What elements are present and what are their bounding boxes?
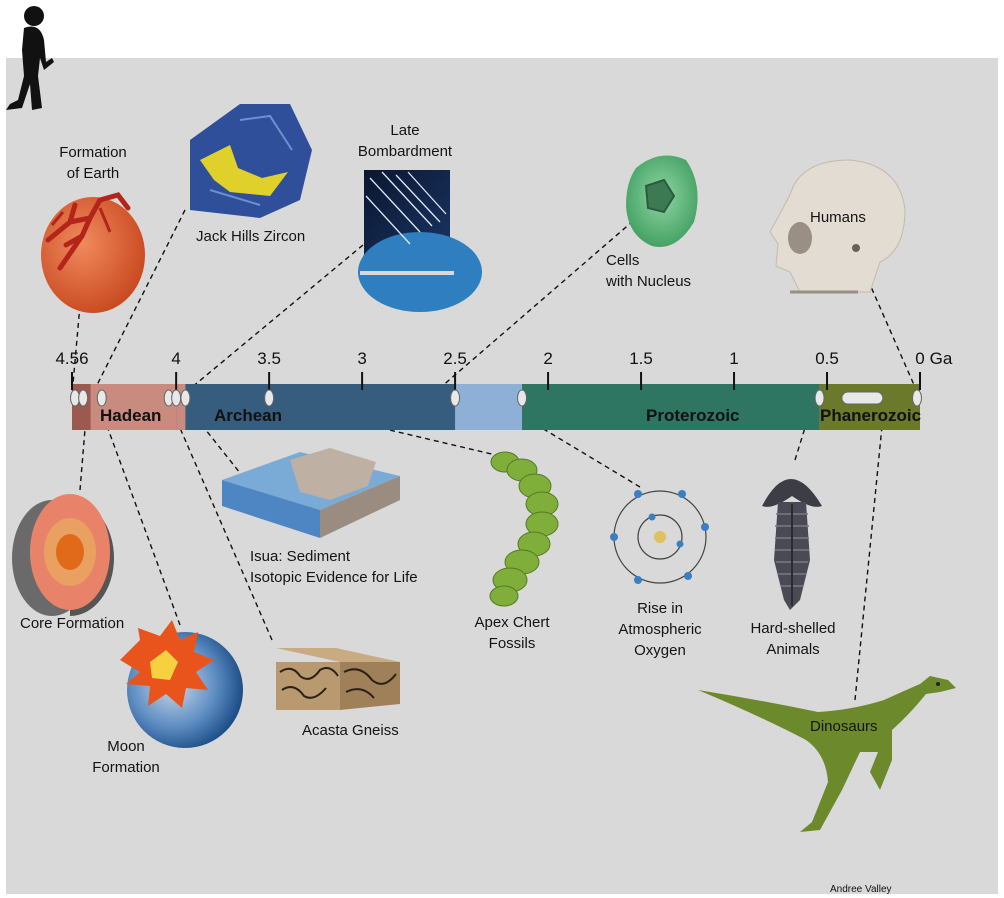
timeline-event-marker (79, 390, 88, 406)
label-humans: Humans (810, 207, 866, 228)
giant-impact-icon (120, 620, 243, 748)
timeline-event-marker (815, 390, 824, 406)
image-credit: Andree Valley (830, 884, 892, 895)
trilobite-icon (762, 479, 822, 610)
label-dinosaurs: Dinosaurs (810, 716, 878, 737)
oxygen-atom-icon (610, 490, 709, 584)
timeline-subband (455, 384, 522, 430)
timeline-event-marker (518, 390, 527, 406)
label-core-formation: Core Formation (20, 613, 124, 634)
eon-label-proterozoic: Proterozoic (646, 406, 740, 426)
label-formation-of-earth: Formation of Earth (48, 142, 138, 184)
eon-label-hadean: Hadean (100, 406, 161, 426)
axis-tick-label: 0.5 (815, 349, 839, 369)
timeline-event-marker (913, 390, 922, 406)
axis-tick-label: 1 (729, 349, 738, 369)
label-late-bombardment: Late Bombardment (350, 120, 460, 162)
timeline-event-marker (181, 390, 190, 406)
timeline-event-marker (842, 392, 883, 404)
label-hard-shelled-animals: Hard-shelled Animals (738, 618, 848, 660)
earth-icon (41, 195, 145, 313)
connector-moon-formation (100, 407, 180, 625)
axis-tick-label: 1.5 (629, 349, 653, 369)
label-isua: Isua: Sediment Isotopic Evidence for Lif… (250, 546, 418, 588)
label-cells-with-nucleus: Cells with Nucleus (606, 250, 691, 292)
axis-tick-label: 3 (357, 349, 366, 369)
axis-tick-label: 2.5 (443, 349, 467, 369)
label-jack-hills-zircon: Jack Hills Zircon (196, 226, 305, 247)
timeline-event-marker (172, 390, 181, 406)
eon-label-phanerozoic: Phanerozoic (820, 406, 921, 426)
axis-unit-label: Ga (930, 349, 953, 369)
axis-tick-label: 2 (543, 349, 552, 369)
timeline-bar (72, 384, 920, 430)
connector-humans (868, 280, 918, 394)
timeline-event-marker (265, 390, 274, 406)
dinosaur-icon (698, 676, 956, 832)
label-acasta-gneiss: Acasta Gneiss (302, 720, 399, 741)
timeline-event-marker (451, 390, 460, 406)
eukaryotic-cell-icon (626, 156, 698, 248)
microfossil-icon (490, 452, 558, 606)
earth-core-icon (12, 494, 114, 616)
axis-tick-label: 4 (171, 349, 180, 369)
connector-dinosaurs (855, 406, 884, 700)
label-apex-chert-fossils: Apex Chert Fossils (462, 612, 562, 654)
axis-tick-label: 3.5 (257, 349, 281, 369)
connector-late-bombardment (185, 245, 363, 393)
timeline-event-marker (97, 390, 106, 406)
zircon-crystal-icon (190, 104, 312, 218)
sediment-block-icon (222, 448, 400, 538)
eon-label-archean: Archean (214, 406, 282, 426)
label-atmospheric-oxygen: Rise in Atmospheric Oxygen (600, 598, 720, 661)
walking-human-silhouette-icon (6, 6, 54, 110)
axis-tick-label: 0 (915, 349, 924, 369)
timeline-event-marker (71, 390, 80, 406)
axis-tick-label: 4.56 (55, 349, 88, 369)
gneiss-block-icon (276, 648, 400, 710)
connector-acasta-gneiss (170, 405, 272, 640)
meteor-shower-icon (358, 170, 482, 312)
label-moon-formation: Moon Formation (86, 736, 166, 778)
